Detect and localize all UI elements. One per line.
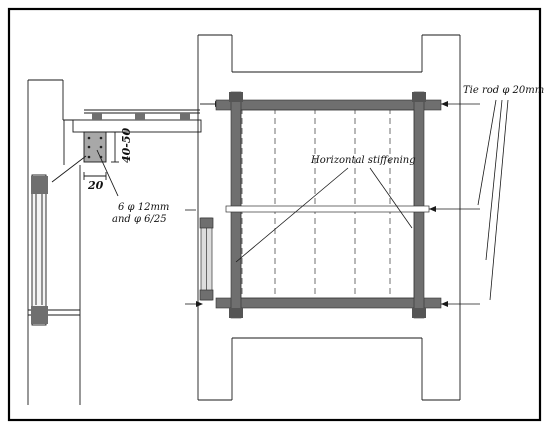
left-column [230, 91, 242, 319]
rebar-label-1: 6 φ 12mm [118, 202, 169, 213]
bottom-beam [215, 297, 442, 309]
dim-depth: 40-50 [120, 127, 133, 163]
window-head-block [31, 176, 48, 194]
tie-rod-arrows-left [185, 209, 203, 307]
drawing-border [7, 7, 542, 422]
dim-width: 20 [87, 179, 104, 192]
elevation-window [199, 217, 214, 301]
right-column [413, 91, 425, 319]
beam-section [83, 131, 107, 163]
section-view [27, 79, 222, 405]
tie-rod-label: Tie rod φ 20mm [463, 85, 544, 96]
stiffening-leaders [235, 167, 413, 263]
tie-rod-arrows-right [429, 99, 509, 307]
steel-frame [215, 91, 442, 319]
elevation-wall [197, 34, 461, 401]
window-sill-block [31, 306, 48, 324]
horizontal-stiffening-label: Horizontal stiffening [310, 155, 416, 166]
rebar-label-2: and φ 6/25 [112, 214, 167, 225]
slab [72, 119, 202, 133]
opening-outline [241, 107, 419, 301]
section-window [31, 174, 47, 326]
top-beam [215, 99, 442, 111]
